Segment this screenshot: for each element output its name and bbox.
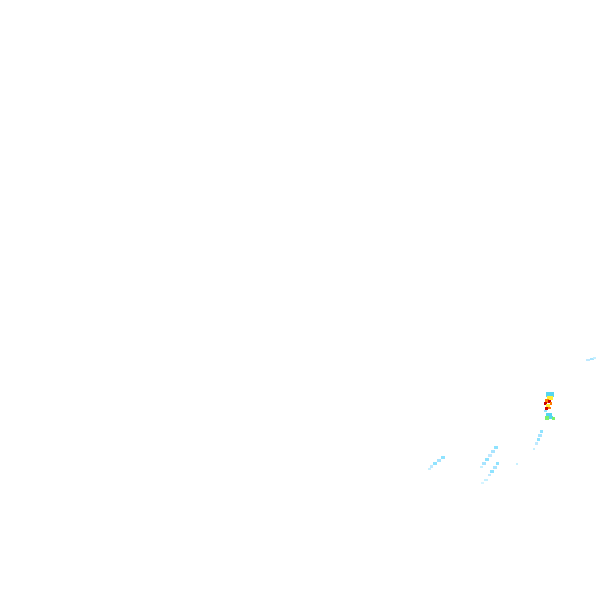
echo-band-trailing (516, 430, 543, 465)
echo-band-center (480, 446, 499, 484)
echo-cell-intense (544, 392, 555, 420)
echo-cluster-far-east (586, 357, 596, 361)
echo-band-west (428, 456, 445, 470)
